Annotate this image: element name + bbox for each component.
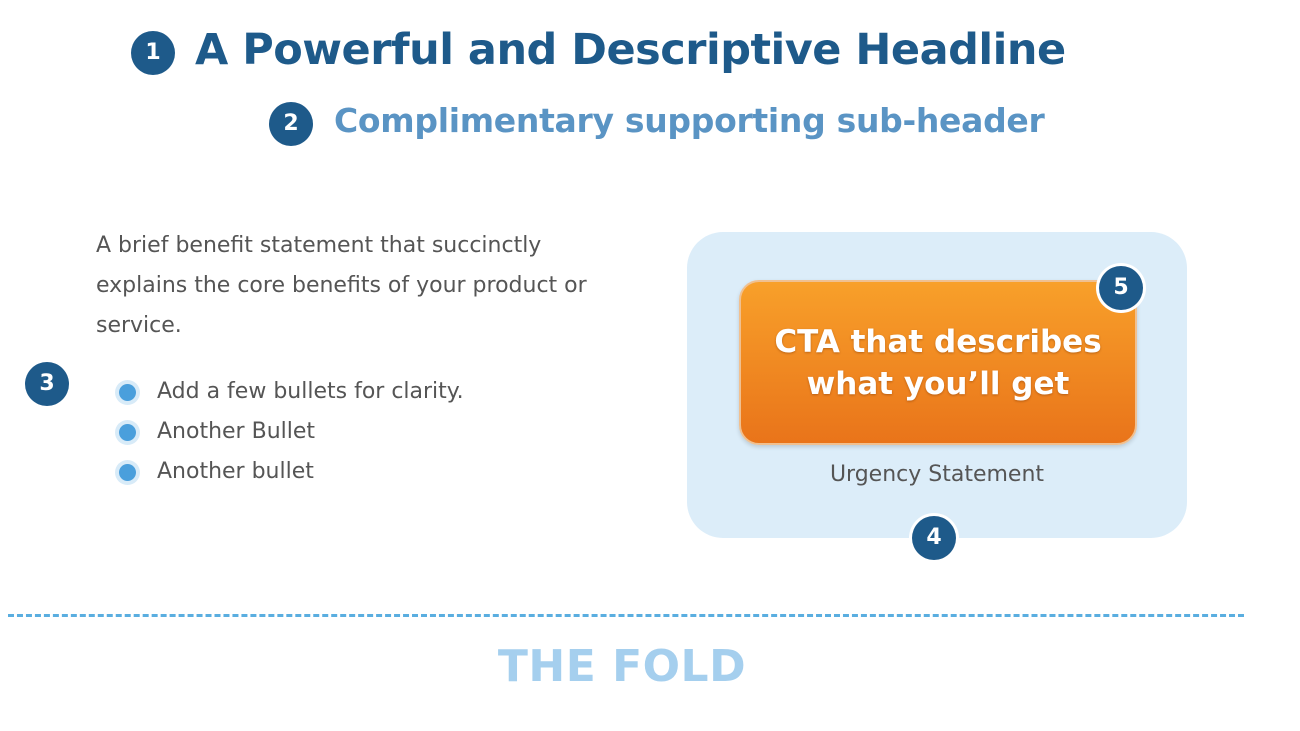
subheader-number-badge: 2 bbox=[269, 102, 313, 146]
fold-dashed-line bbox=[8, 614, 1244, 617]
cta-button-label: CTA that describes what you’ll get bbox=[774, 323, 1102, 402]
urgency-statement: Urgency Statement bbox=[829, 462, 1045, 487]
cta-number-badge: 5 bbox=[1099, 266, 1143, 310]
bullet-item: Another bullet bbox=[116, 452, 464, 492]
benefits-number-badge: 3 bbox=[25, 362, 69, 406]
cta-button[interactable]: CTA that describes what you’ll get bbox=[739, 280, 1137, 445]
fold-label: THE FOLD bbox=[497, 641, 747, 692]
benefit-statement: A brief benefit statement that succinctl… bbox=[96, 233, 587, 338]
benefit-bullet-list: Add a few bullets for clarity. Another B… bbox=[116, 372, 464, 492]
bullet-dot-icon bbox=[119, 464, 136, 481]
subheader: Complimentary supporting sub-header bbox=[334, 101, 1045, 140]
bullet-text: Another Bullet bbox=[157, 419, 316, 444]
bullet-dot-icon bbox=[119, 384, 136, 401]
bullet-item: Add a few bullets for clarity. bbox=[116, 372, 464, 412]
bullet-item: Another Bullet bbox=[116, 412, 464, 452]
headline: A Powerful and Descriptive Headline bbox=[195, 25, 1066, 75]
bullet-dot-icon bbox=[119, 424, 136, 441]
urgency-number-badge: 4 bbox=[912, 516, 956, 560]
headline-number-badge: 1 bbox=[131, 31, 175, 75]
bullet-text: Add a few bullets for clarity. bbox=[157, 379, 464, 404]
bullet-text: Another bullet bbox=[157, 459, 314, 484]
